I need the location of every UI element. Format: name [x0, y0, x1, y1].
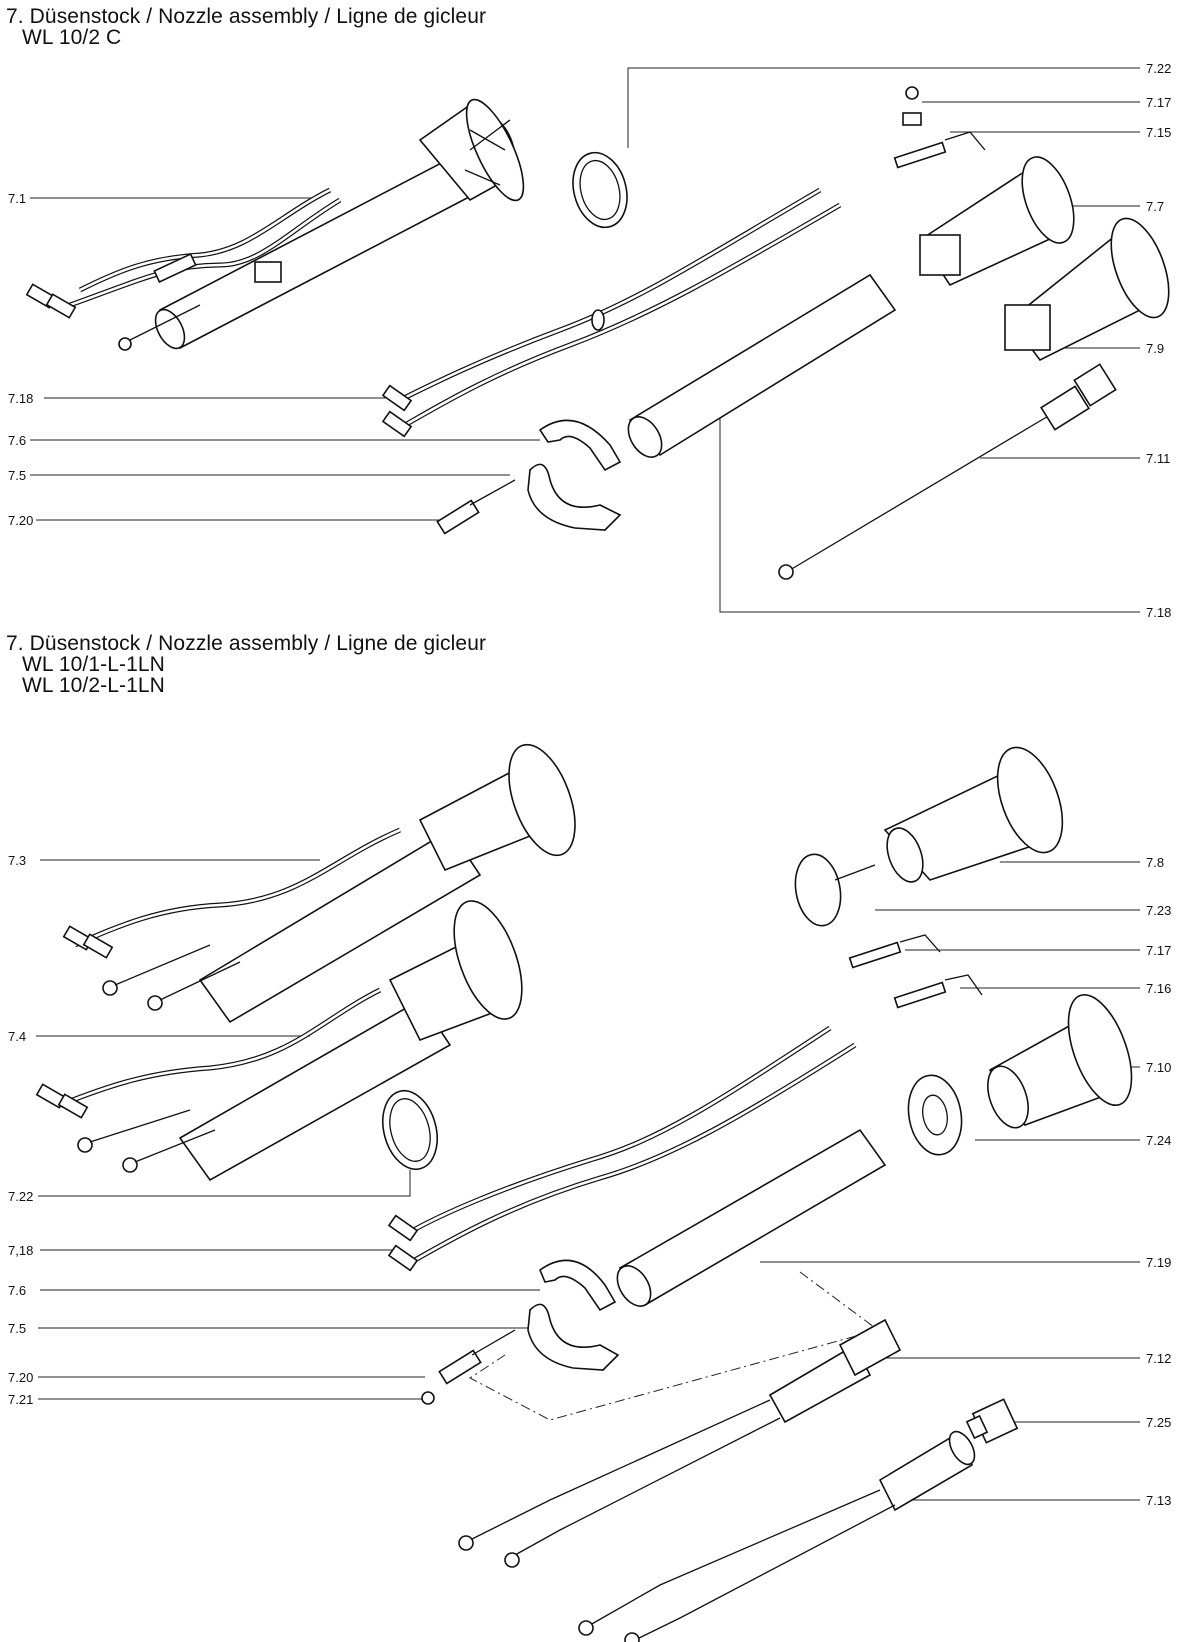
label-7-6-b: 7.6 [8, 1283, 27, 1298]
part-7-25-nozzle [965, 1398, 1019, 1444]
label-7-17: 7.17 [1146, 95, 1172, 110]
section2-heading: 7. Düsenstock / Nozzle assembly / Ligne … [6, 632, 487, 655]
part-7-15-ignition-electrode [893, 131, 986, 169]
leader-lines-section2 [36, 859, 1140, 1501]
part-7-10-mixing-head [987, 993, 1133, 1129]
part-7-24-diffuser [907, 1074, 963, 1156]
part-7-22-clamp-ring [572, 151, 628, 229]
part-7-11-nozzle-rod [778, 363, 1117, 580]
part-7-5-clamp-lower [527, 463, 622, 531]
part-7-16-electrode [893, 974, 983, 1009]
section2-title: 7. Düsenstock / Nozzle assembly / Ligne … [6, 633, 486, 696]
section2-model-2: WL 10/2-L-1LN [22, 674, 165, 697]
part-7-19-tube [616, 1128, 887, 1307]
section1-model: WL 10/2 C [22, 26, 122, 49]
label-7-20: 7.20 [8, 513, 34, 528]
label-7-22: 7.22 [1146, 61, 1172, 76]
label-7-20-b: 7.20 [8, 1370, 34, 1385]
part-7-7-mixing-head [918, 156, 1075, 287]
label-7-1: 7.1 [8, 191, 27, 206]
label-7-25: 7.25 [1146, 1415, 1172, 1430]
label-7-18-b: 7,18 [8, 1243, 34, 1258]
label-7-3: 7.3 [8, 853, 27, 868]
part-7-13-nozzle-rod [578, 1430, 976, 1642]
part-7-12-nozzle-rod [458, 1318, 902, 1568]
label-7-10: 7.10 [1146, 1060, 1172, 1075]
part-7-6-clamp-upper-2 [539, 1259, 617, 1312]
part-7-23-diffuser-disc [794, 853, 876, 927]
label-7-15: 7.15 [1146, 125, 1172, 140]
part-7-22-clamp-ring-2 [382, 1089, 438, 1171]
section1-title: 7. Düsenstock / Nozzle assembly / Ligne … [6, 6, 486, 48]
label-7-24: 7.24 [1146, 1133, 1172, 1148]
part-7-8-mixing-head [883, 746, 1064, 883]
label-7-13: 7.13 [1146, 1493, 1172, 1508]
part-7-3-nozzle-assembly [62, 743, 576, 1024]
part-7-4-nozzle-assembly [35, 900, 523, 1182]
part-tube [627, 273, 897, 458]
label-7-18-left: 7.18 [8, 391, 34, 406]
label-7-16: 7.16 [1146, 981, 1172, 996]
part-7-17-screw [902, 86, 922, 126]
part-7-6-clamp-upper [538, 419, 622, 472]
label-7-19: 7.19 [1146, 1255, 1172, 1270]
part-7-20-screw-2 [421, 1329, 516, 1405]
label-7-23: 7.23 [1146, 903, 1172, 918]
part-7-9-mixing-head [1004, 217, 1170, 362]
part-7-5-clamp-lower-2 [527, 1303, 620, 1371]
label-7-4: 7.4 [8, 1029, 27, 1044]
part-7-18-ignition-cable-2 [387, 1025, 857, 1272]
label-7-18-right: 7.18 [1146, 605, 1172, 620]
label-7-21: 7.21 [8, 1392, 34, 1407]
label-7-6: 7.6 [8, 433, 27, 448]
label-7-22-b: 7.22 [8, 1189, 34, 1204]
part-7-1-nozzle-assembly [25, 98, 525, 351]
section1-heading: 7. Düsenstock / Nozzle assembly / Ligne … [6, 5, 487, 28]
label-7-11: 7.11 [1146, 451, 1171, 466]
part-7-18-ignition-cable [381, 187, 842, 438]
leader-lines-section1 [30, 67, 1140, 613]
label-7-8: 7.8 [1146, 855, 1165, 870]
label-7-9: 7.9 [1146, 341, 1165, 356]
label-7-5: 7.5 [8, 468, 27, 483]
label-7-5-b: 7.5 [8, 1321, 27, 1336]
section2-model-1: WL 10/1-L-1LN [22, 653, 165, 676]
part-7-20-screw [436, 479, 516, 535]
part-7-17-electrode-2 [848, 934, 941, 969]
label-7-12: 7.12 [1146, 1351, 1172, 1366]
label-7-17-b: 7.17 [1146, 943, 1172, 958]
assembly-outline [469, 1271, 880, 1421]
label-7-7: 7.7 [1146, 199, 1165, 214]
